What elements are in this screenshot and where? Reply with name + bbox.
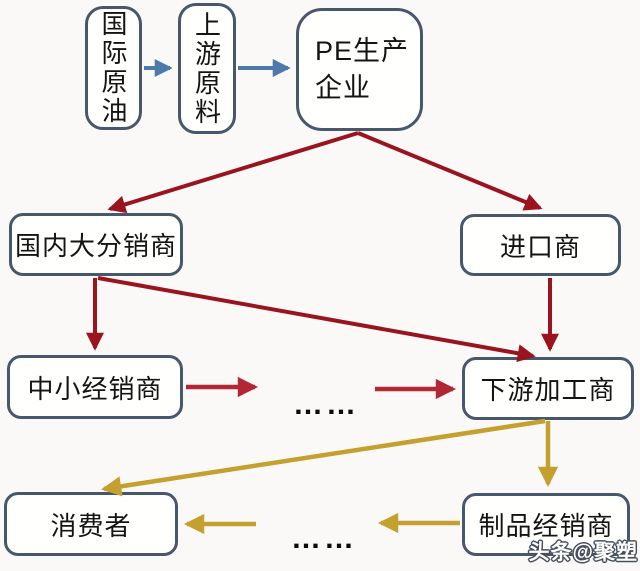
watermark-toutiao: 头条@聚塑 xyxy=(528,541,638,564)
node-label: 下游加工商 xyxy=(480,375,616,405)
node-label: 国际原油 xyxy=(98,10,128,126)
node-label: 消费者 xyxy=(50,510,132,541)
node-sme-dealer: 中小经销商 xyxy=(7,355,183,419)
node-label-line2: 企业 xyxy=(315,72,371,103)
node-consumer: 消费者 xyxy=(4,492,178,556)
node-label: 中小经销商 xyxy=(27,373,163,404)
node-label: 国内大分销商 xyxy=(14,231,177,261)
node-intl-crude-oil: 国际原油 xyxy=(85,6,142,130)
node-pe-producer: PE生产 企业 xyxy=(296,8,423,131)
node-label: 上游原料 xyxy=(191,10,222,127)
node-upstream-material: 上游原料 xyxy=(178,3,236,134)
node-domestic-distributor: 国内大分销商 xyxy=(9,213,183,276)
node-label: 进口商 xyxy=(499,231,581,262)
ellipsis-mid-chain: …… xyxy=(293,388,359,421)
node-product-dealer: 制品经销商 xyxy=(462,493,630,556)
node-downstream-processor: 下游加工商 xyxy=(462,357,634,420)
arrow-pe-to-domestic-distributor xyxy=(107,131,359,214)
node-label: 制品经销商 xyxy=(478,511,614,541)
arrow-downstream-to-consumer xyxy=(100,418,546,497)
node-importer: 进口商 xyxy=(460,214,621,276)
arrow-pe-to-importer xyxy=(357,131,543,211)
node-label-line1: PE生产 xyxy=(315,36,410,67)
arrow-distributor-to-downstream xyxy=(97,276,536,363)
ellipsis-bottom-chain: …… xyxy=(291,522,357,555)
